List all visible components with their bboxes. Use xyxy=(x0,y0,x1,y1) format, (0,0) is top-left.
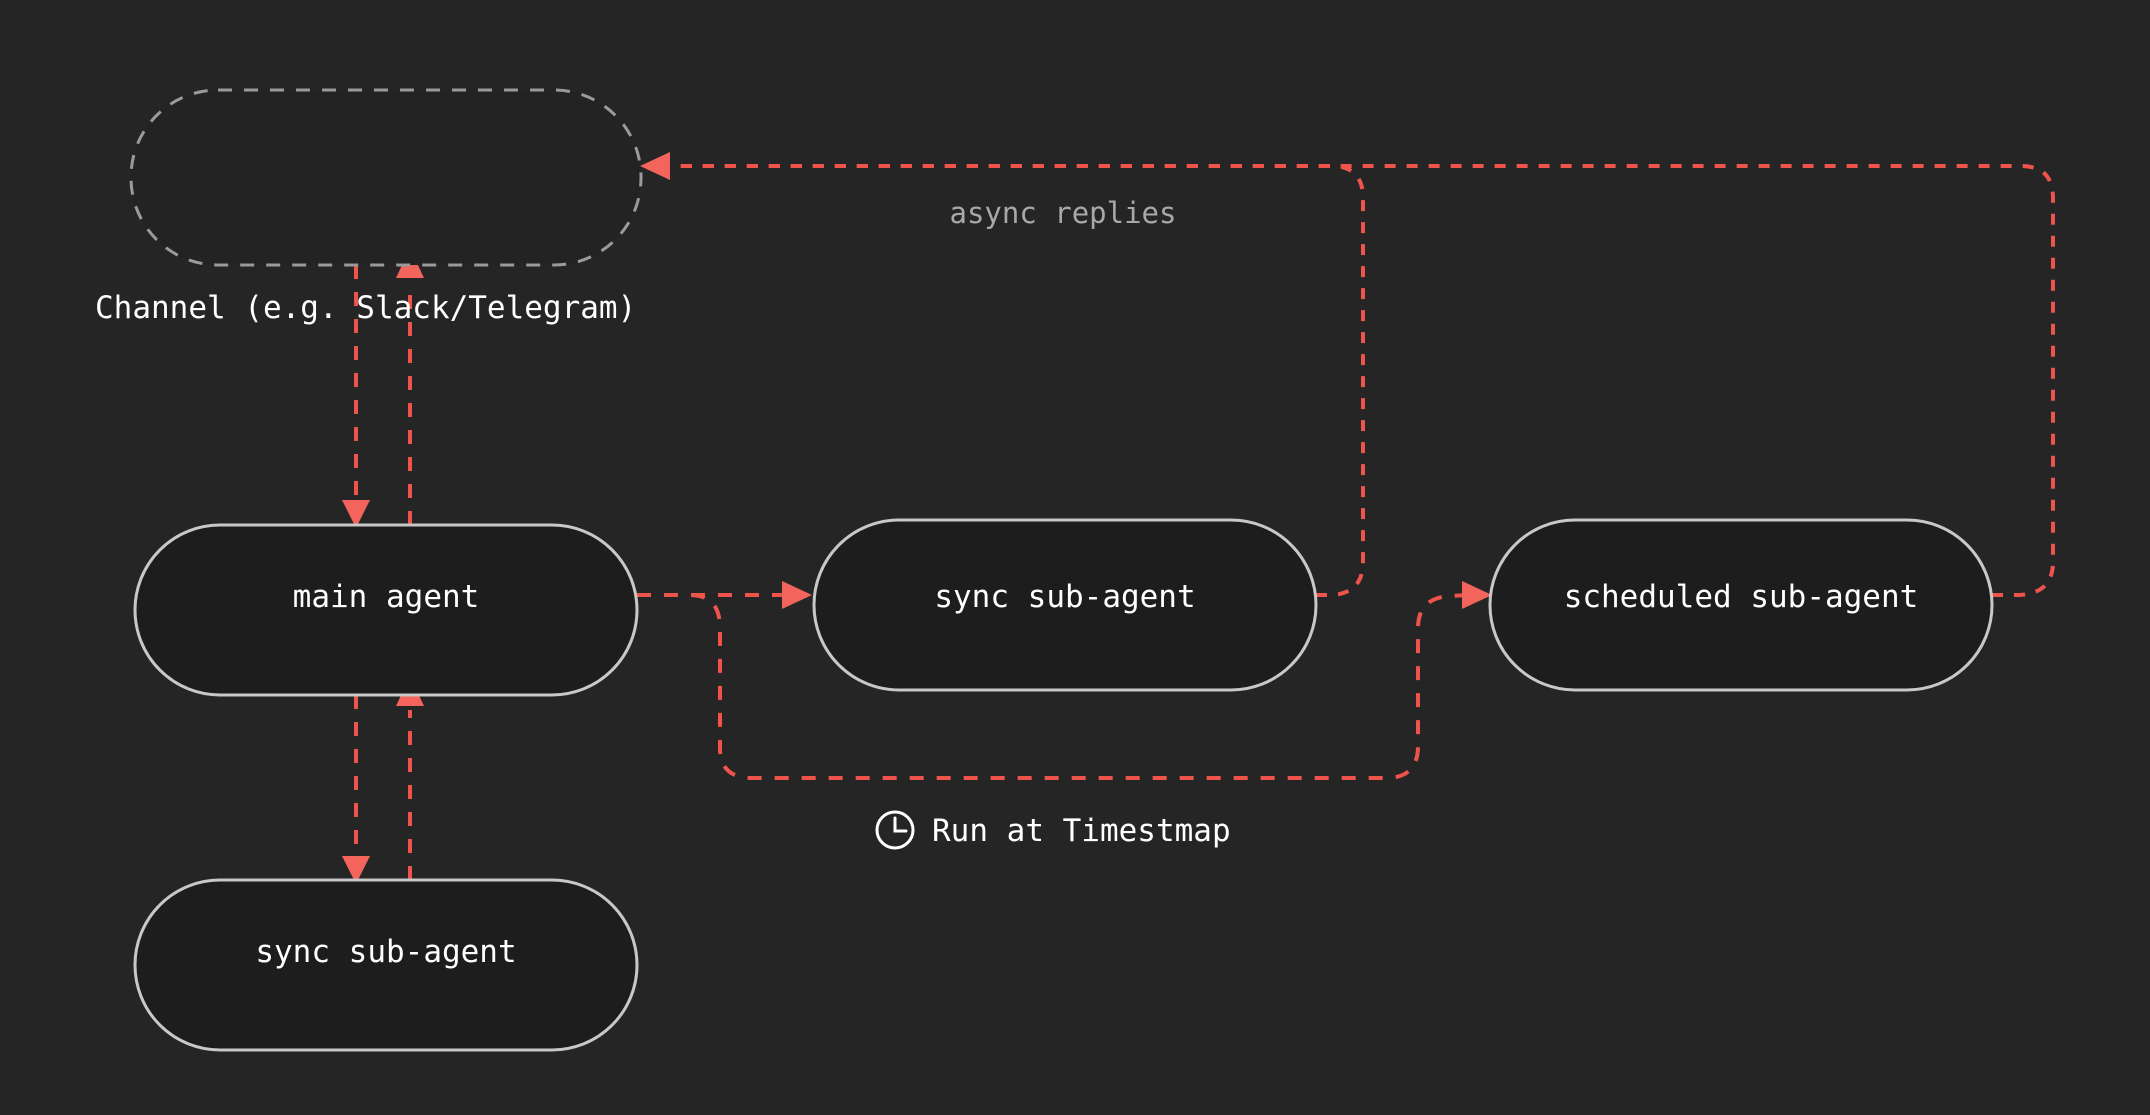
channel-caption: Channel (e.g. Slack/Telegram) xyxy=(95,290,636,326)
node-sync-sub-agent-right-label: sync sub-agent xyxy=(934,579,1195,615)
node-scheduled-sub-agent[interactable]: scheduled sub-agent xyxy=(1488,518,1994,692)
node-sync-sub-agent-right[interactable]: sync sub-agent xyxy=(812,518,1318,692)
edge-label-async-replies: async replies xyxy=(950,196,1177,230)
node-scheduled-sub-agent-shape xyxy=(1488,518,1994,692)
node-sync-sub-agent-bottom-label: sync sub-agent xyxy=(255,934,516,970)
node-main-agent[interactable]: main agent xyxy=(133,523,639,697)
arrowhead-into-sync-sub-agent-bottom xyxy=(342,856,370,884)
node-sync-sub-agent-bottom-shape xyxy=(133,878,639,1052)
edge-main-agent-to-scheduled-sub-agent xyxy=(637,593,1469,780)
node-sync-sub-agent-right-shape xyxy=(812,518,1318,692)
node-sync-sub-agent-bottom[interactable]: sync sub-agent xyxy=(133,878,639,1052)
edge-label-run-at-timestamp: Run at Timestmap xyxy=(932,813,1231,849)
node-scheduled-sub-agent-label: scheduled sub-agent xyxy=(1564,579,1919,615)
arrowhead-into-scheduled-sub-agent xyxy=(1462,581,1492,609)
run-at-timestamp-group: Run at Timestmap xyxy=(875,810,1231,850)
clock-icon xyxy=(875,810,915,850)
node-main-agent-shape xyxy=(133,523,639,697)
arrowhead-into-main-agent-top xyxy=(342,500,370,528)
arrowhead-into-sync-sub-agent-right xyxy=(782,581,812,609)
node-channel[interactable] xyxy=(129,88,643,267)
node-channel-shape xyxy=(129,88,643,267)
node-main-agent-label: main agent xyxy=(293,579,480,615)
arrowhead-into-channel-right xyxy=(640,152,670,180)
